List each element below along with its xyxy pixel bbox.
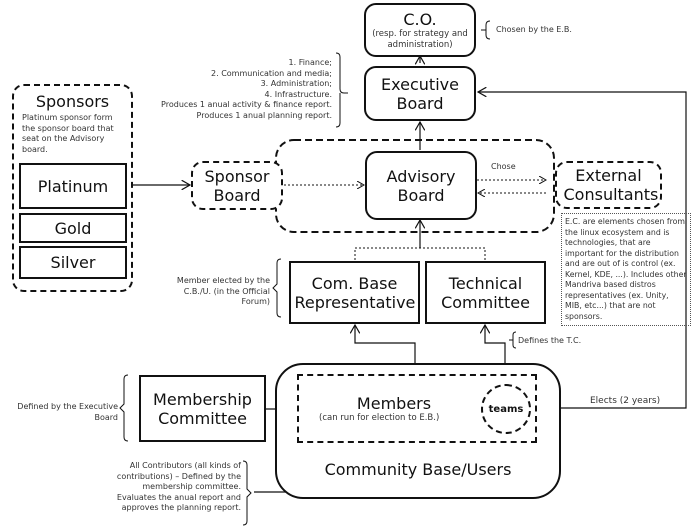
tier-platinum[interactable]: Platinum [19,163,127,209]
bracket-tc [509,331,517,349]
co-title: C.O. [403,9,437,29]
sponsor-board-label: Sponsor Board [204,166,270,205]
co-subtitle: (resp. for strategy and administration) [372,28,468,50]
tier-label: Silver [50,253,96,272]
com-base-rep-node[interactable]: Com. Base Representative [289,261,420,324]
technical-committee-label: Technical Committee [441,273,530,312]
tier-silver[interactable]: Silver [19,246,127,279]
advisory-board-label: Advisory Board [386,166,456,205]
technical-committee-node[interactable]: Technical Committee [425,261,546,324]
membership-committee-node[interactable]: Membership Committee [139,375,266,442]
eb-duty: Produces 1 anual planning report. [196,110,332,120]
membership-committee-label: Membership Committee [153,389,252,428]
sponsors-title: Sponsors [35,92,110,111]
eb-duty: 4. Infrastructure. [264,89,332,99]
tier-label: Platinum [37,176,109,196]
bracket-cbr [272,258,282,318]
community-label: Community Base/Users [324,460,512,479]
chose-label: Chose [491,162,516,171]
defines-tc-note: Defines the T.C. [518,336,582,345]
executive-board-label: Executive Board [381,74,459,113]
external-consultants-node[interactable]: External Consultants [555,161,662,209]
eb-duty: 1. Finance; [288,58,332,67]
contributors-note: All Contributors (all kinds of contribut… [116,461,241,512]
teams-node[interactable]: teams [481,384,531,434]
teams-label: teams [488,403,524,415]
com-base-rep-label: Com. Base Representative [294,273,416,312]
eb-duty: 3. Administration; [260,79,332,88]
co-chosen-note: Chosen by the E.B. [496,25,572,34]
cbr-elected-note: Member elected by the C.B./U. (in the Of… [176,276,270,306]
members-subtitle: (can run for election to E.B.) [319,412,440,423]
sponsors-description: Platinum sponsor form the sponsor board … [22,113,114,154]
bracket-contrib [242,460,252,526]
bracket-mc [119,374,129,442]
eb-duties-note: 1. Finance; 2. Communication and media; … [150,58,332,121]
co-node[interactable]: C.O. (resp. for strategy and administrat… [364,3,476,57]
sponsor-board-node[interactable]: Sponsor Board [191,161,283,210]
bracket-eb [335,52,348,128]
eb-duty: Produces 1 anual activity & finance repo… [161,100,332,109]
bracket-co [481,20,491,40]
advisory-board-node[interactable]: Advisory Board [365,151,477,220]
tier-label: Gold [54,218,92,238]
mc-defined-note: Defined by the Executive Board [17,402,118,422]
members-title: Members [356,393,432,413]
eb-duty: 2. Communication and media; [211,68,332,78]
tier-gold[interactable]: Gold [19,213,127,243]
external-consultants-label: External Consultants [563,166,659,204]
executive-board-node[interactable]: Executive Board [364,66,476,121]
elects-note: Elects (2 years) [590,396,661,406]
ec-note: E.C. are elements chosen from the linux … [561,213,691,326]
